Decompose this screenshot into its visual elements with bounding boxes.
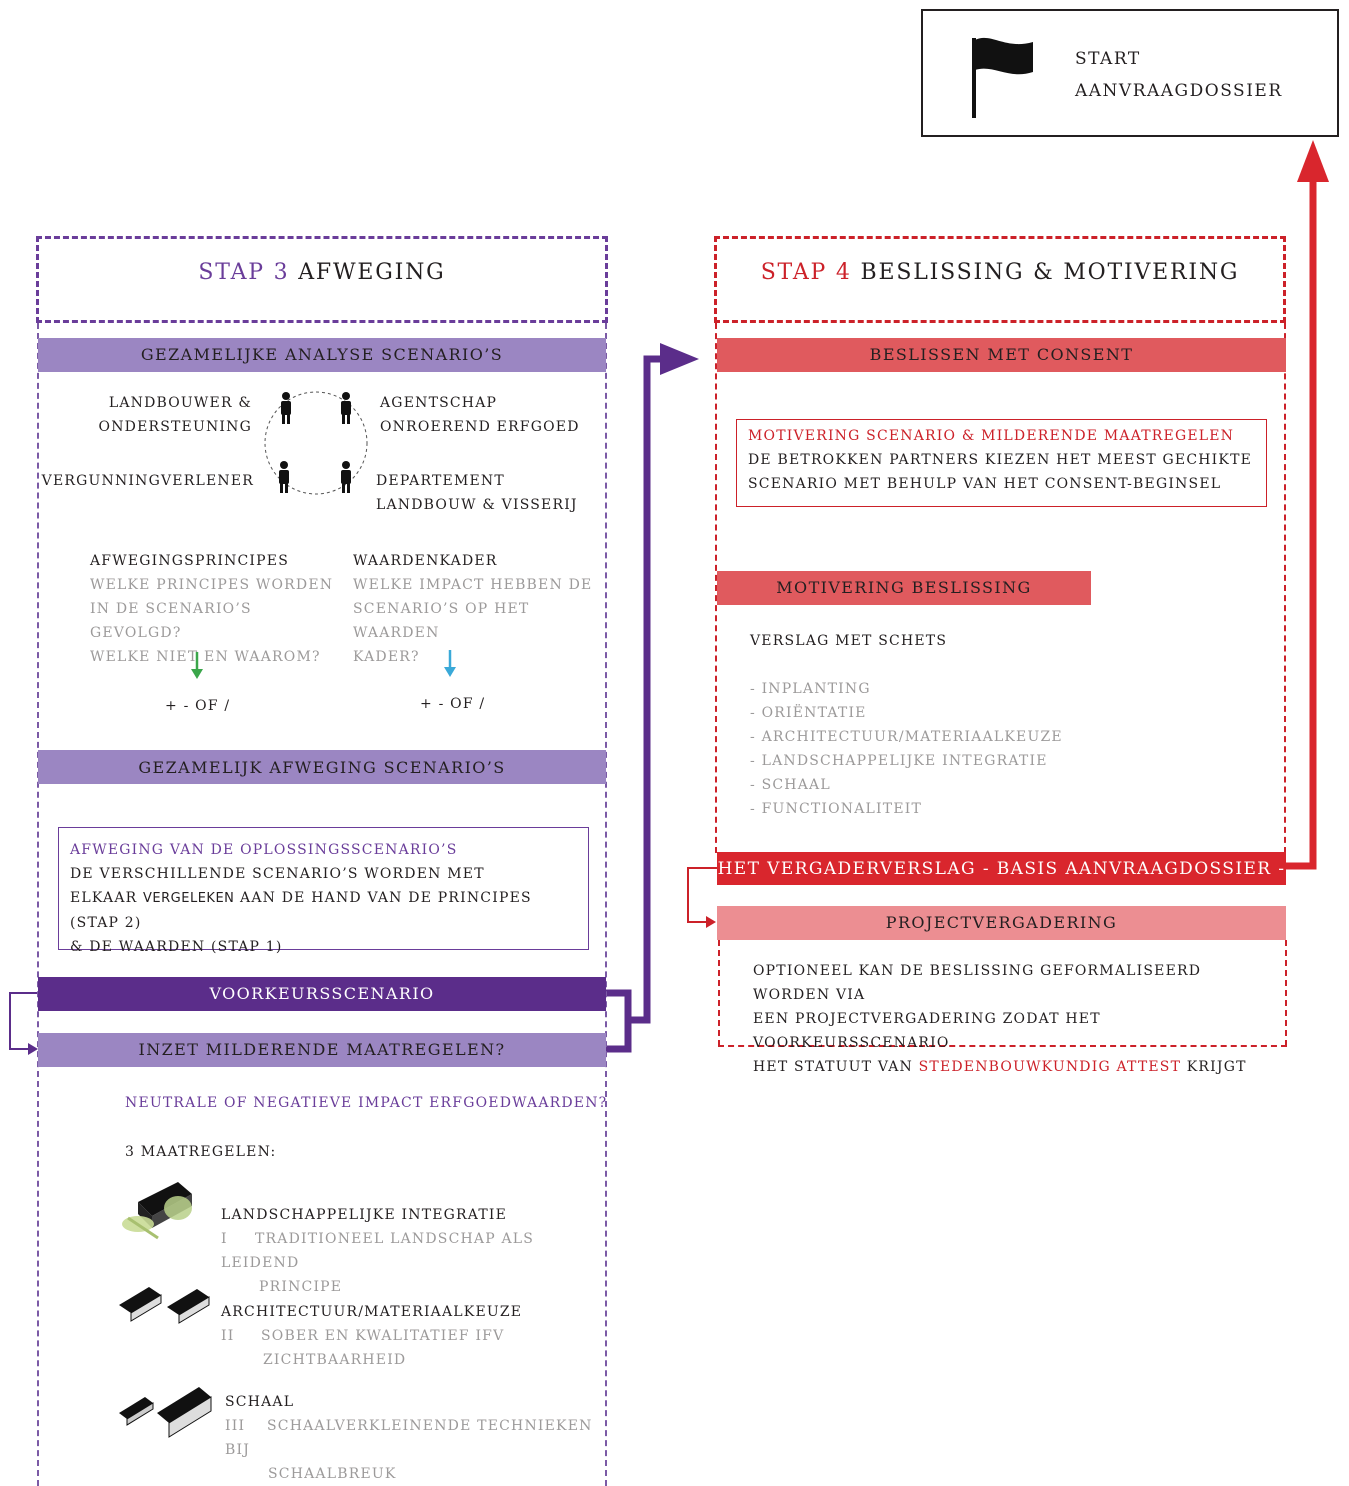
partner-agentschap: AGENTSCHAP ONROEREND ERFGOED [380,395,580,435]
inzet-milderende-maatregelen-bar: INZET MILDERENDE MAATREGELEN? [38,1033,606,1067]
projectvergadering-bar: PROJECTVERGADERING [717,906,1286,940]
stap3-left-border [37,323,39,1486]
verslag-item: - LANDSCHAPPELIJKE INTEGRATIE [750,753,1048,769]
principes-result: + - OF / [165,698,231,714]
verslag-items: - INPLANTING - ORIËNTATIE - ARCHITECTUUR… [750,677,1250,821]
afwegingsprincipes-block: AFWEGINGSPRINCIPES WELKE PRINCIPES WORDE… [90,549,340,669]
arrow-head-milderende [28,1043,38,1055]
aanvraagdossier-label: AANVRAAGDOSSIER [1075,81,1283,101]
afweging-box-title: AFWEGING VAN DE OPLOSSINGSSCENARIO’S [70,842,458,858]
person-icon [279,461,289,493]
motivering-scenario-text: MOTIVERING SCENARIO & MILDERENDE MAATREG… [748,424,1263,496]
arrow-head-project [706,916,716,928]
waardenkader-title: WAARDENKADER [353,553,498,569]
stap3-title-frame [36,236,608,323]
arrow-head-start [1297,140,1329,182]
stap4-title: STAP 4 BESLISSING & MOTIVERING [714,260,1286,285]
gezamelijk-afweging-bar: GEZAMELIJK AFWEGING SCENARIO’S [38,750,606,784]
maatregel-1-title: LANDSCHAPPELIJKE INTEGRATIE [221,1207,508,1223]
flag-icon [972,37,1033,118]
stedenbouwkundig-attest: STEDENBOUWKUNDIG ATTEST [918,1059,1182,1075]
stap3-title: STAP 3 AFWEGING [36,260,608,285]
stap4-number: STAP 4 [760,260,852,285]
arrow-head-stap4 [660,343,699,375]
partner-landbouwer: LANDBOUWER & ONDERSTEUNING [98,395,252,435]
waardenkader-result: + - OF / [420,696,486,712]
project-bottom-border [718,1045,1287,1047]
maatregel-2-title: ARCHITECTUUR/MATERIAALKEUZE [221,1304,523,1320]
arrow-loop-voorkeur-milderende [9,992,38,1050]
maatregel-3-title: SCHAAL [225,1394,295,1410]
verslag-met-schets: VERSLAG MET SCHETS [750,633,948,649]
person-icon [341,392,351,424]
stap3-title-text: AFWEGING [289,260,446,285]
landscape-integration-icon [122,1182,192,1240]
architecture-material-icon [119,1287,210,1324]
start-box: START AANVRAAGDOSSIER [921,9,1339,137]
arrow-voorkeur-to-stap4 [606,989,632,1053]
stap4-right-border [1284,323,1286,853]
partner-departement: DEPARTEMENT LANDBOUW & VISSERIJ [376,473,578,513]
arrow-down-green-icon [191,652,203,679]
afwegingsprincipes-title: AFWEGINGSPRINCIPES [90,553,289,569]
verslag-item: - FUNCTIONALITEIT [750,801,923,817]
person-icon [341,461,351,493]
start-label: START [1075,49,1141,69]
vergaderverslag-bar: HET VERGADERVERSLAG - BASIS AANVRAAGDOSS… [717,852,1286,885]
verslag-item: - INPLANTING [750,681,871,697]
motivering-scenario-title: MOTIVERING SCENARIO & MILDERENDE MAATREG… [748,428,1235,444]
scale-icon [119,1387,212,1438]
stap4-title-text: BESLISSING & MOTIVERING [851,260,1240,285]
beslissen-met-consent-bar: BESLISSEN MET CONSENT [717,338,1286,372]
partner-vergunningverlener: VERGUNNINGVERLENER [41,473,254,489]
gezamelijke-analyse-bar: GEZAMELIJKE ANALYSE SCENARIO’S [38,338,606,372]
maatregelen-title: 3 MAATREGELEN: [125,1144,277,1160]
arrow-voorkeur-to-stap4-riser [628,355,672,1024]
motivering-scenario-box [736,419,1267,507]
arrow-down-blue-icon [444,650,456,677]
project-right-border [1285,940,1287,1046]
verslag-item: - SCHAAL [750,777,831,793]
stap4-title-frame [714,236,1286,323]
arrow-loop-vergader-project [687,867,718,923]
stap4-left-border [715,323,717,853]
optioneel-text: OPTIONEEL KAN DE BESLISSING GEFORMALISEE… [753,963,1247,1075]
voorkeursscenario-bar: VOORKEURSSCENARIO [38,977,606,1011]
motivering-beslissing-bar: MOTIVERING BESLISSING [717,571,1091,605]
afweging-box-text: AFWEGING VAN DE OPLOSSINGSSCENARIO’S DE … [70,838,585,959]
person-icon [281,392,291,424]
stap3-right-border [605,323,607,1486]
stap3-number: STAP 3 [198,260,290,285]
waardenkader-block: WAARDENKADER WELKE IMPACT HEBBEN DE SCEN… [353,549,603,669]
verslag-item: - ORIËNTATIE [750,705,867,721]
project-left-border [718,940,720,1046]
neutrale-impact-question: NEUTRALE OF NEGATIEVE IMPACT ERFGOEDWAAR… [125,1095,608,1111]
arrow-to-start [1286,180,1317,870]
partners-circle-diagram [264,391,368,495]
verslag-item: - ARCHITECTUUR/MATERIAALKEUZE [750,729,1063,745]
afweging-box [58,827,589,950]
